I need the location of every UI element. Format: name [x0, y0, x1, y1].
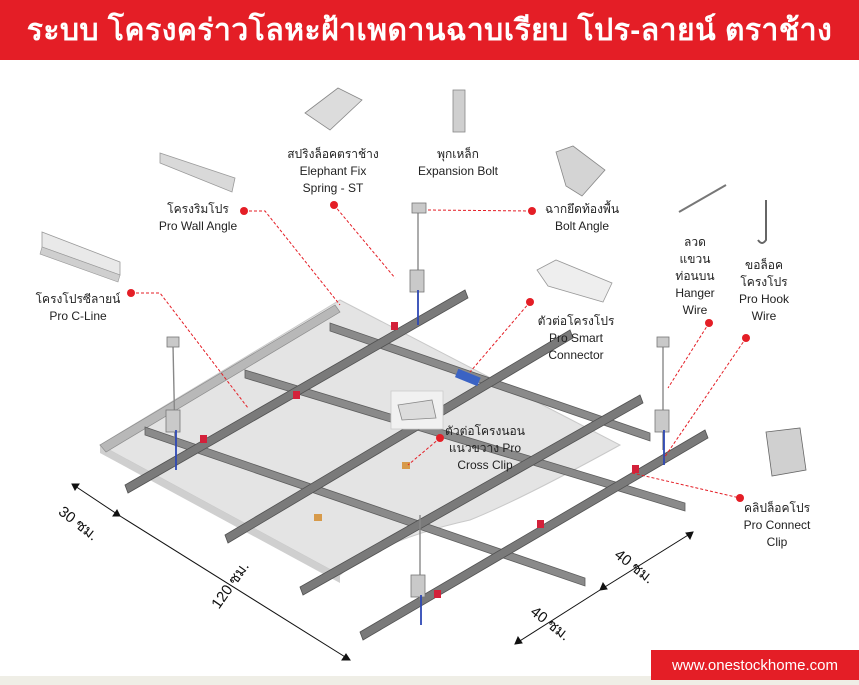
- leader-bolt: [427, 209, 533, 212]
- leader-hanger: [667, 322, 710, 389]
- dot-smart: [526, 298, 534, 306]
- bolt-angle-top: [411, 202, 427, 214]
- cross-channel-4: [299, 394, 644, 596]
- dot-spring: [330, 201, 338, 209]
- dot-cross: [436, 434, 444, 442]
- red-clip-5: [632, 465, 639, 473]
- leader-wall-angle: [244, 210, 341, 306]
- thumb-smart-connector: [536, 259, 613, 303]
- arrow-40b: [514, 589, 601, 645]
- thumb-hook-wire: [757, 200, 767, 244]
- thumb-bolt: [452, 89, 466, 133]
- thumb-wall-angle: [159, 152, 236, 193]
- leader-dots: [127, 201, 750, 502]
- title-bar: ระบบ โครงคร่าวโลหะฝ้าเพดานฉาบเรียบ โปร-ล…: [0, 0, 859, 60]
- leader-cross: [407, 437, 441, 466]
- red-clip-1: [391, 322, 398, 330]
- website-badge[interactable]: www.onestockhome.com: [651, 650, 859, 680]
- hanger-clip-4: [410, 574, 426, 598]
- dot-wall-angle: [240, 207, 248, 215]
- arrow-40a: [599, 531, 694, 591]
- bolt-angle-left: [166, 336, 180, 348]
- red-clip-2: [293, 391, 300, 399]
- thumb-cross-clip: [390, 390, 444, 430]
- connect-clips: [200, 322, 639, 598]
- hanger-clip-3: [654, 409, 670, 433]
- label-c-line: โครงโปรซีลายน์Pro C-Line: [35, 292, 121, 323]
- bottom-strip: [0, 676, 859, 685]
- cross-channel-2: [224, 329, 574, 544]
- hanger-blue-rods: [175, 290, 665, 625]
- hanger-clip-2: [165, 409, 181, 433]
- arrow-120: [119, 515, 351, 661]
- bolt-angle-right: [656, 336, 670, 348]
- smart-connector-mark: [455, 368, 481, 387]
- thumb-c-line: [39, 231, 121, 283]
- red-clip-6: [434, 590, 441, 598]
- dot-connect: [736, 494, 744, 502]
- leader-connect: [631, 472, 741, 499]
- thumb-connect-clip: [765, 427, 807, 477]
- wall-angle-strip: [99, 304, 341, 453]
- red-clip-4: [537, 520, 544, 528]
- leader-c-line: [131, 292, 249, 409]
- board-edge: [100, 445, 340, 583]
- leader-hook: [663, 337, 747, 459]
- thumb-hanger-wire: [678, 184, 727, 213]
- dot-hanger: [705, 319, 713, 327]
- dot-c-line: [127, 289, 135, 297]
- website-link[interactable]: www.onestockhome.com: [672, 656, 838, 674]
- cross-channel-3: [359, 429, 709, 641]
- leader-smart: [469, 301, 531, 373]
- arrow-30: [71, 483, 121, 517]
- thumb-spring: [304, 87, 363, 131]
- dot-bolt: [528, 207, 536, 215]
- leader-spring: [333, 204, 396, 279]
- cross-clip-mark-2: [314, 514, 322, 521]
- thumb-bolt-angle: [555, 145, 606, 197]
- leader-lines: [131, 204, 747, 499]
- dimension-arrows: [71, 483, 694, 661]
- main-channel-1: [144, 426, 586, 587]
- dot-hook: [742, 334, 750, 342]
- red-clip-3: [200, 435, 207, 443]
- hanger-clips: [165, 202, 670, 598]
- hanger-clip-1: [409, 269, 425, 293]
- page-title: ระบบ โครงคร่าวโลหะฝ้าเพดานฉาบเรียบ โปร-ล…: [26, 13, 833, 47]
- cross-clip-mark-1: [402, 462, 410, 469]
